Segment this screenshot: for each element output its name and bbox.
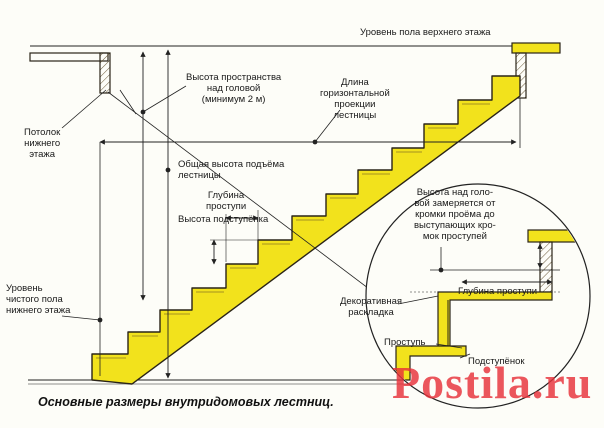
nosing-trim-label: Декоративная раскладка — [340, 296, 403, 318]
staircase — [91, 75, 521, 385]
headroom-note-label: Высота над голо- вой замеряется от кромк… — [414, 187, 496, 242]
lower-ceiling-slab — [29, 52, 111, 94]
figure-caption: Основные размеры внутридомовых лестниц. — [38, 395, 334, 409]
lower-floor-level-label: Уровень чистого пола нижнего этажа — [6, 283, 71, 316]
lower-ceiling-label: Потолок нижнего этажа — [24, 127, 61, 160]
tread-depth-label: Глубина проступи — [206, 190, 247, 212]
riser-height-dimension — [210, 239, 258, 265]
tread-label: Проступь — [384, 337, 426, 348]
riser-label: Подступёнок — [468, 356, 525, 367]
headroom-label: Высота пространства над головой (минимум… — [186, 72, 282, 105]
upper-floor-level-label: Уровень пола верхнего этажа — [360, 27, 491, 38]
total-rise-dimension — [165, 49, 171, 379]
tread-depth-dimension — [225, 210, 259, 262]
detail-circle — [365, 183, 591, 409]
watermark: Postila.ru — [392, 357, 593, 408]
total-rise-label: Общая высота подъёма лестницы — [178, 159, 285, 181]
detail-tread-depth-label: Глубина проступи — [458, 286, 538, 297]
horizontal-run-label: Длина горизонтальной проекции лестницы — [320, 77, 390, 121]
riser-height-label: Высота подступёнка — [178, 214, 269, 225]
headroom-dimension — [140, 51, 187, 301]
